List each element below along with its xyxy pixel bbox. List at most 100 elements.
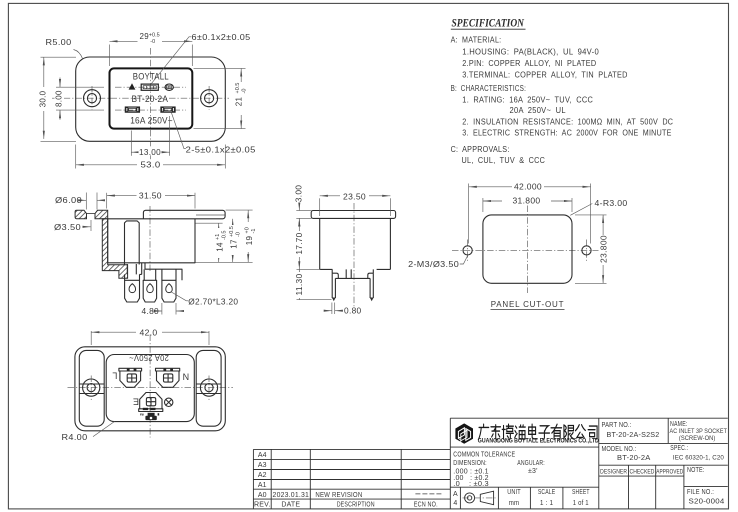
svg-text:13.00: 13.00 xyxy=(139,148,161,157)
svg-text:REV.: REV. xyxy=(254,502,271,509)
svg-text:A0: A0 xyxy=(258,492,267,499)
svg-text:A: MATERIAL:: A: MATERIAL: xyxy=(451,36,502,45)
svg-text:DIMENSION:: DIMENSION: xyxy=(453,460,487,467)
svg-text:Ø6.00: Ø6.00 xyxy=(55,196,82,205)
svg-text:DATE: DATE xyxy=(281,502,300,509)
svg-text:±3': ±3' xyxy=(528,468,538,475)
svg-text:PANEL CUT-OUT: PANEL CUT-OUT xyxy=(491,300,565,309)
svg-text:NEW REVISION: NEW REVISION xyxy=(315,492,362,499)
svg-text:1 of 1: 1 of 1 xyxy=(573,500,589,507)
svg-text:6±0.1x2±0.05: 6±0.1x2±0.05 xyxy=(192,33,251,42)
svg-text:2023.01.31: 2023.01.31 xyxy=(273,492,310,499)
svg-text:B: CHARACTERISTICS:: B: CHARACTERISTICS: xyxy=(451,84,526,93)
svg-text:23.800: 23.800 xyxy=(599,235,608,263)
svg-text:A4: A4 xyxy=(258,452,267,459)
svg-text:APPROVED: APPROVED xyxy=(656,469,683,476)
svg-text:2.PIN: COPPER ALLOY, NI PL: 2.PIN: COPPER ALLOY, NI PLATED xyxy=(462,59,596,68)
svg-text:19: 19 xyxy=(245,236,254,246)
svg-text:17.70: 17.70 xyxy=(295,232,304,254)
svg-text:BT-20-2A: BT-20-2A xyxy=(617,455,651,462)
svg-text:R5.00: R5.00 xyxy=(46,38,72,47)
svg-text:IEC 60320-1, C20: IEC 60320-1, C20 xyxy=(673,454,724,461)
svg-text:8.00: 8.00 xyxy=(55,90,64,107)
svg-text:42.0: 42.0 xyxy=(140,328,158,337)
svg-text:53.0: 53.0 xyxy=(141,161,161,170)
svg-text:17: 17 xyxy=(230,239,239,249)
svg-text:R4.00: R4.00 xyxy=(62,433,88,442)
svg-text:AC INLET 3P SOCKET: AC INLET 3P SOCKET xyxy=(670,428,728,435)
svg-text:1. RATING: 16A 250V~ TUV,: 1. RATING: 16A 250V~ TUV, CCC xyxy=(462,95,593,104)
svg-text:23.50: 23.50 xyxy=(343,192,366,201)
svg-text:BT-20-2A: BT-20-2A xyxy=(132,94,169,104)
svg-text:SPECIFICATION: SPECIFICATION xyxy=(452,16,526,30)
svg-text:31.50: 31.50 xyxy=(139,192,162,201)
svg-text:14: 14 xyxy=(216,242,225,252)
svg-text:.00 : ±0.2: .00 : ±0.2 xyxy=(453,475,489,482)
svg-text:1 : 1: 1 : 1 xyxy=(540,500,554,507)
svg-text:4-R3.00: 4-R3.00 xyxy=(595,199,628,208)
svg-text:E: E xyxy=(133,396,139,406)
svg-text:(SCREW-ON): (SCREW-ON) xyxy=(679,435,716,442)
svg-text:11.30: 11.30 xyxy=(295,273,304,295)
svg-text:1.HOUSING: PA(BLACK), UL 94: 1.HOUSING: PA(BLACK), UL 94V-0 xyxy=(462,47,599,56)
svg-text:SPEC.:: SPEC.: xyxy=(670,445,688,452)
svg-text:NAME:: NAME: xyxy=(670,421,688,428)
svg-text:L: L xyxy=(112,370,117,380)
svg-text:DESIGNER: DESIGNER xyxy=(600,469,627,476)
svg-text:mm: mm xyxy=(509,500,520,507)
svg-text:+0.5: +0.5 xyxy=(235,83,241,94)
svg-text:2-5±0.1x2±0.05: 2-5±0.1x2±0.05 xyxy=(186,145,256,154)
svg-text:4: 4 xyxy=(453,500,457,507)
svg-text:-1: -1 xyxy=(251,229,257,234)
svg-text:+0.5: +0.5 xyxy=(149,33,160,39)
svg-text:-0: -0 xyxy=(236,232,242,237)
svg-text:29: 29 xyxy=(140,32,150,41)
svg-text:SCALE: SCALE xyxy=(538,489,556,496)
svg-text:+0.5: +0.5 xyxy=(229,226,235,237)
svg-text:A1: A1 xyxy=(258,482,267,489)
svg-text:GUANGDONG BOYTALL ELECTRONICS: GUANGDONG BOYTALL ELECTRONICS CO.,LTD xyxy=(478,438,599,445)
svg-text:ANGULAR:: ANGULAR: xyxy=(517,460,545,467)
svg-text:A2: A2 xyxy=(258,472,267,479)
svg-text:MODEL NO.:: MODEL NO.: xyxy=(602,446,637,453)
svg-text:COMMON TOLERANCE: COMMON TOLERANCE xyxy=(453,451,515,458)
svg-text:BOYTALL: BOYTALL xyxy=(133,72,169,82)
svg-text:ECN NO.: ECN NO. xyxy=(414,502,438,509)
svg-text:+0: +0 xyxy=(245,227,251,233)
svg-text:SHEET: SHEET xyxy=(572,489,590,496)
svg-text:S20-0004: S20-0004 xyxy=(689,499,725,506)
svg-text:21: 21 xyxy=(235,97,244,107)
svg-text:.000 : ±0.1: .000 : ±0.1 xyxy=(453,468,489,475)
svg-text:2-M3/Ø3.50: 2-M3/Ø3.50 xyxy=(408,260,459,269)
svg-text:30.0: 30.0 xyxy=(39,90,48,107)
svg-text:UNIT: UNIT xyxy=(507,489,521,496)
svg-text:.0 : ±0.3: .0 : ±0.3 xyxy=(453,481,489,488)
svg-text:0.80: 0.80 xyxy=(344,307,362,316)
svg-text:FILE NO.:: FILE NO.: xyxy=(687,489,714,496)
svg-text:DESCRIPTION: DESCRIPTION xyxy=(337,502,375,509)
svg-text:31.800: 31.800 xyxy=(513,197,541,206)
svg-text:16A 250V~: 16A 250V~ xyxy=(130,116,173,126)
svg-text:20A 250V~ UL: 20A 250V~ UL xyxy=(510,106,567,115)
svg-text:3.00: 3.00 xyxy=(294,184,303,202)
svg-text:3. ELECTRIC STRENGTH: AC 2: 3. ELECTRIC STRENGTH: AC 2000V FOR ONE M… xyxy=(462,129,671,138)
svg-text:Ø3.50: Ø3.50 xyxy=(54,223,81,232)
svg-text:CHECKED: CHECKED xyxy=(630,469,655,476)
svg-text:A: A xyxy=(453,491,458,498)
svg-text:A3: A3 xyxy=(258,462,267,469)
svg-text:Ø2.70*L3.20: Ø2.70*L3.20 xyxy=(188,298,238,307)
svg-text:BT-20-2A-S2S2: BT-20-2A-S2S2 xyxy=(607,432,660,439)
svg-text:2. INSULATION RESISTANCE: 1: 2. INSULATION RESISTANCE: 100MΩ MIN, AT … xyxy=(462,118,673,127)
svg-text:N: N xyxy=(182,372,189,382)
svg-text:PART NO.:: PART NO.: xyxy=(602,422,632,429)
svg-text:C: APPROVALS:: C: APPROVALS: xyxy=(451,145,510,154)
svg-text:20A 250V~: 20A 250V~ xyxy=(129,353,169,362)
svg-text:-0.5: -0.5 xyxy=(222,231,228,240)
svg-text:4.80: 4.80 xyxy=(142,307,160,316)
svg-text:UL, CUL, TUV & CCC: UL, CUL, TUV & CCC xyxy=(462,156,546,165)
svg-text:-0: -0 xyxy=(242,89,248,94)
svg-text:3.TERMINAL: COPPER ALLOY, T: 3.TERMINAL: COPPER ALLOY, TIN PLATED xyxy=(462,70,627,79)
svg-text:42.000: 42.000 xyxy=(514,183,542,192)
svg-text:NOTE:: NOTE: xyxy=(687,467,705,474)
svg-text:+1: +1 xyxy=(215,234,221,240)
